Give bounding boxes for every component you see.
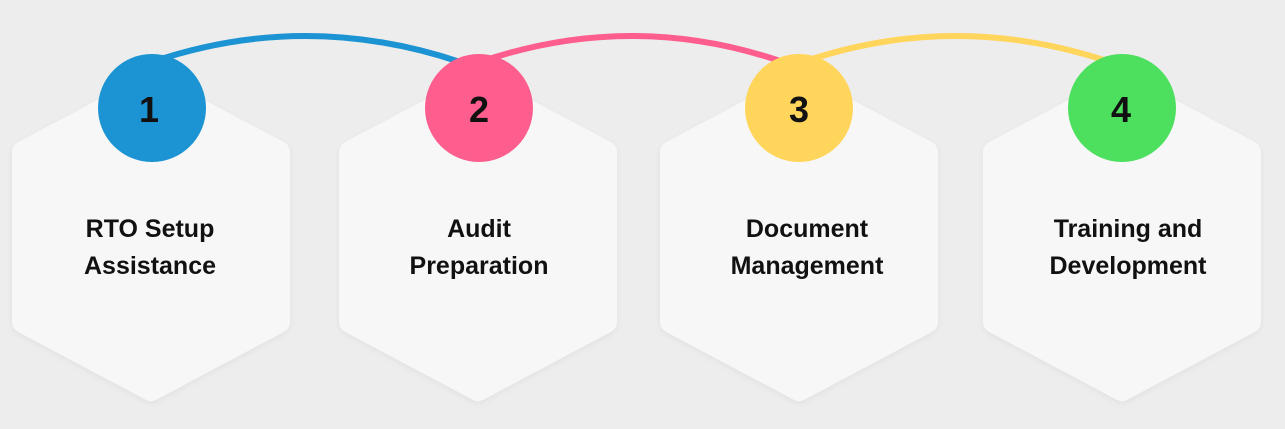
step-number-circle [745,54,853,162]
step-label-line-2: Management [731,252,884,280]
step-card-hexagon [339,73,617,401]
step-number: 4 [1111,89,1131,130]
step-3: 3 Document Management [660,54,938,401]
connector-arcs [149,33,1113,65]
step-number: 3 [789,89,809,130]
step-2: 2 Audit Preparation [339,54,617,401]
step-card-hexagon [983,73,1261,401]
connector-arc-2-3 [477,33,786,65]
step-label-line-1: Document [746,215,869,243]
step-label-line-2: Development [1050,252,1208,280]
step-label-line-2: Preparation [410,252,549,280]
step-number-circle [425,54,533,162]
step-label-line-1: Audit [447,215,512,243]
step-number: 2 [469,89,489,130]
step-number-circle [98,54,206,162]
step-card-hexagon [660,73,938,401]
step-label-line-1: RTO Setup [86,215,215,243]
step-1: 1 RTO Setup Assistance [12,54,290,401]
connector-arc-1-2 [149,33,463,65]
step-label-line-2: Assistance [84,252,216,280]
connector-arc-3-4 [800,33,1113,65]
step-number: 1 [139,89,159,130]
step-4: 4 Training and Development [983,54,1261,401]
step-number-circle [1068,54,1176,162]
step-label-line-1: Training and [1054,215,1203,243]
step-card-hexagon [12,73,290,401]
